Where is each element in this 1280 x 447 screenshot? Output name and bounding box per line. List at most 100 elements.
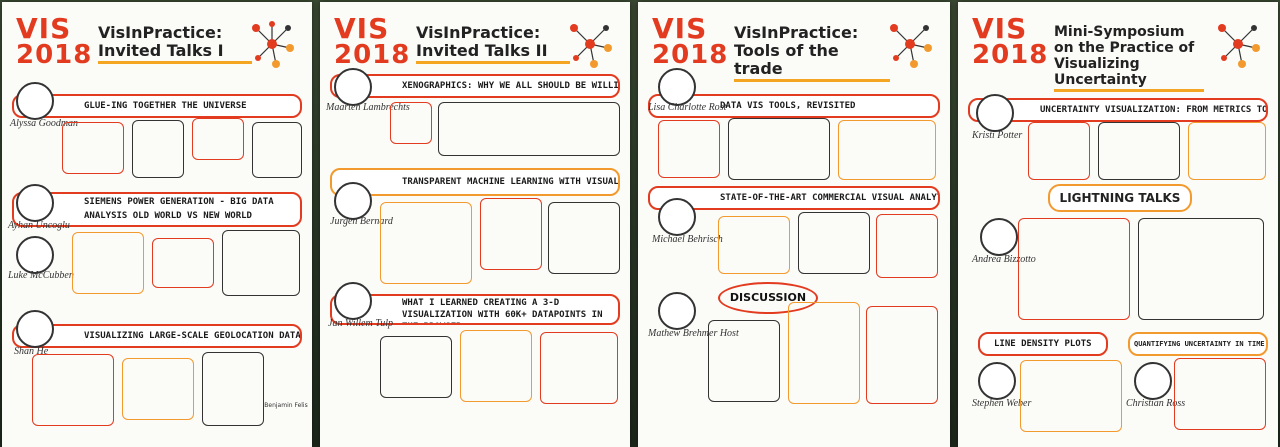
lightning-talks-banner: LIGHTNING TALKS — [1048, 184, 1192, 212]
poster-title-text: Mini-Symposium on the Practice of Visual… — [1054, 24, 1204, 92]
speaker-portrait — [16, 236, 54, 274]
speaker-name: Luke McCubben — [8, 270, 74, 281]
speaker-name: Lisa Charlotte Rost — [648, 102, 727, 113]
speaker-portrait — [658, 68, 696, 106]
sketch-doodle — [708, 320, 780, 402]
sketch-doodle — [390, 102, 432, 144]
vis-network-icon — [252, 21, 294, 68]
speaker-portrait — [658, 198, 696, 236]
sketch-doodle — [548, 202, 620, 274]
speaker-portrait — [16, 184, 54, 222]
poster-title: VisInPractice: Tools of the trade — [734, 24, 890, 82]
speaker-portrait — [658, 292, 696, 330]
session-banner: VISUALIZING LARGE-SCALE GEOLOCATION DATA… — [12, 324, 302, 348]
session-banner: WHAT I LEARNED CREATING A 3-D VISUALIZAT… — [330, 294, 620, 325]
speaker-name: Maarten Lambrechts — [326, 102, 410, 113]
sketch-doodle — [1020, 360, 1122, 432]
sketch-doodle — [876, 214, 938, 278]
sketch-doodle — [1098, 122, 1180, 180]
poster-title: VisInPractice: Invited Talks I — [98, 24, 252, 64]
speaker-portrait — [16, 310, 54, 348]
sketch-doodle — [122, 358, 194, 420]
speaker-portrait — [16, 82, 54, 120]
sketch-doodle — [192, 118, 244, 160]
session-banner: LINE DENSITY PLOTS — [978, 332, 1108, 356]
speaker-portrait — [1134, 362, 1172, 400]
speaker-name: Kristi Potter — [972, 130, 1023, 141]
speaker-name: Mathew Brehmer Host — [648, 328, 739, 339]
speaker-portrait — [334, 282, 372, 320]
session-banner: DATA VIS TOOLS, REVISITED — [648, 94, 940, 118]
sketch-doodle — [32, 354, 114, 426]
poster-title: Mini-Symposium on the Practice of Visual… — [1054, 24, 1204, 92]
artist-credit: Benjamin Felis — [264, 402, 308, 409]
sketch-doodle — [460, 330, 532, 402]
discussion-bubble: DISCUSSION — [718, 282, 818, 314]
sketch-doodle — [72, 232, 144, 294]
sketch-doodle — [480, 198, 542, 270]
sketch-doodle — [1028, 122, 1090, 180]
speaker-name: Christian Ross — [1126, 398, 1186, 409]
session-banner: STATE-OF-THE-ART COMMERCIAL VISUAL ANALY… — [648, 186, 940, 210]
event-year: 2018 — [652, 40, 729, 70]
session-banner: UNCERTAINTY VISUALIZATION: FROM METRICS … — [968, 98, 1268, 122]
sketch-doodle — [252, 122, 302, 178]
speaker-name: Ayhan Uncoglu — [8, 220, 70, 231]
speaker-portrait — [976, 94, 1014, 132]
speaker-name: Jurgen Bernard — [330, 216, 393, 227]
sketch-doodle — [132, 120, 184, 178]
event-year: 2018 — [972, 40, 1049, 70]
event-name: VIS — [652, 12, 708, 45]
sketch-doodle — [62, 122, 124, 174]
session-banner: SIEMENS POWER GENERATION - BIG DATA ANAL… — [12, 192, 302, 227]
speaker-name: Alyssa Goodman — [10, 118, 79, 129]
speaker-name: Stephen Weber — [972, 398, 1032, 409]
event-name: VIS — [334, 12, 390, 45]
session-banner: TRANSPARENT MACHINE LEARNING WITH VISUAL… — [330, 168, 620, 196]
sketch-doodle — [152, 238, 214, 288]
session-banner: QUANTIFYING UNCERTAINTY IN TIME SERIES D… — [1128, 332, 1268, 356]
sketch-doodle — [728, 118, 830, 180]
sketch-doodle — [788, 302, 860, 404]
poster-title-text: VisInPractice: Invited Talks II — [416, 24, 570, 64]
sketch-doodle — [1018, 218, 1130, 320]
sketch-doodle — [1138, 218, 1264, 320]
speaker-name: Andrea Bizzotto — [972, 254, 1036, 265]
vis-network-icon — [570, 24, 612, 68]
speaker-portrait — [980, 218, 1018, 256]
sketch-doodle — [380, 202, 472, 284]
speaker-portrait — [978, 362, 1016, 400]
sketch-doodle — [540, 332, 618, 404]
sketch-doodle — [718, 216, 790, 274]
event-name: VIS — [972, 12, 1028, 45]
vis-network-icon — [890, 24, 932, 68]
sketch-doodle — [866, 306, 938, 404]
speaker-name: Jan Willem Tulp — [328, 318, 393, 329]
speaker-portrait — [334, 68, 372, 106]
sketch-doodle — [798, 212, 870, 274]
sketch-doodle — [202, 352, 264, 426]
event-name: VIS — [16, 12, 72, 45]
event-year: 2018 — [334, 40, 411, 70]
sketch-doodle — [380, 336, 452, 398]
sketch-doodle — [438, 102, 620, 156]
session-banner: XENOGRAPHICS: WHY WE ALL SHOULD BE WILLI… — [330, 74, 620, 98]
speaker-portrait — [334, 182, 372, 220]
poster-title: VisInPractice: Invited Talks II — [416, 24, 570, 64]
sketch-doodle — [658, 120, 720, 178]
speaker-name: Michael Behrisch — [652, 234, 723, 245]
sketch-doodle — [1174, 358, 1266, 430]
poster-title-text: VisInPractice: Tools of the trade — [734, 24, 890, 82]
session-banner: GLUE-ING TOGETHER THE UNIVERSE — [12, 94, 302, 118]
sketch-doodle — [838, 120, 936, 180]
speaker-name: Shan He — [14, 346, 49, 357]
sketch-doodle — [1188, 122, 1266, 180]
